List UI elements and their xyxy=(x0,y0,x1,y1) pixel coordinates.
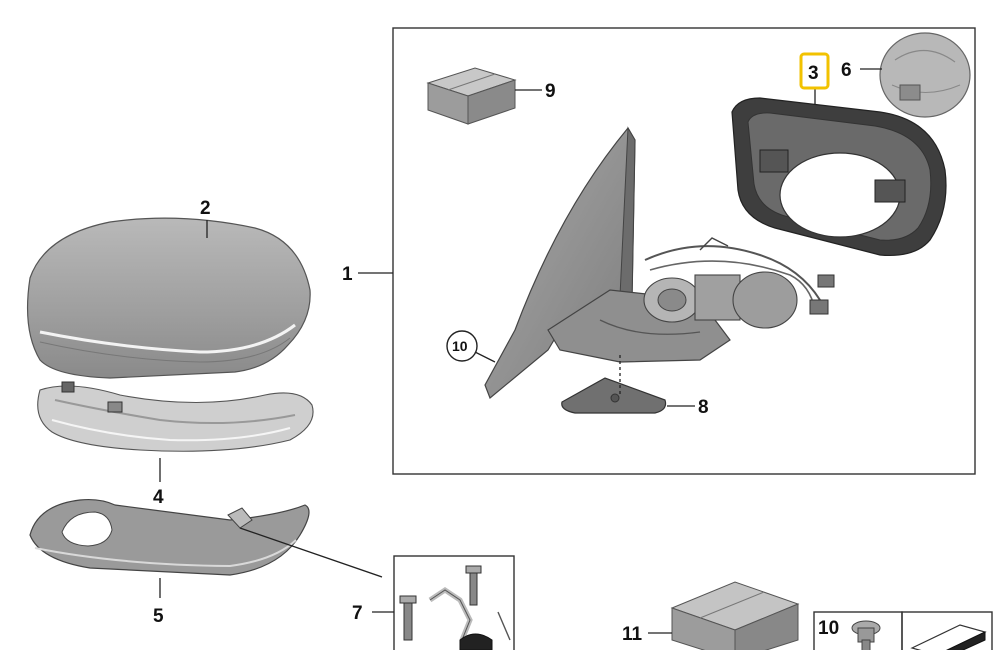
part-6-mirror-glass[interactable] xyxy=(879,32,971,118)
callout-8: 8 xyxy=(698,397,709,418)
callout-3: 3 xyxy=(808,63,819,84)
part-8-gasket[interactable] xyxy=(561,377,667,414)
callout-9: 9 xyxy=(545,81,556,102)
callout-1: 1 xyxy=(342,264,353,285)
part-11-box[interactable] xyxy=(670,581,800,650)
callout-2: 2 xyxy=(200,198,211,219)
part-5-lower-cover[interactable] xyxy=(29,498,310,576)
callout-3-highlight xyxy=(799,52,830,90)
part-7-clip-kit[interactable] xyxy=(399,565,511,650)
callout-10-circle xyxy=(446,330,478,362)
part-3-mirror-frame[interactable] xyxy=(731,97,947,257)
part-9-box[interactable] xyxy=(426,67,517,125)
callout-4: 4 xyxy=(153,487,164,508)
tool-icon xyxy=(910,624,987,650)
mirror-base-assembly xyxy=(484,126,835,399)
part-2-mirror-cap[interactable] xyxy=(26,217,311,379)
callout-10: 10 xyxy=(452,338,468,354)
part-10-screw[interactable] xyxy=(851,620,881,650)
tool-frame xyxy=(901,611,993,650)
callout-6: 6 xyxy=(841,60,852,81)
callout-11: 11 xyxy=(622,624,643,645)
callout-7: 7 xyxy=(352,603,363,624)
part-7-frame xyxy=(393,555,515,650)
assembly-frame xyxy=(392,27,976,475)
part-4-turn-signal[interactable] xyxy=(37,381,314,452)
callout-5: 5 xyxy=(153,606,164,627)
callout-10-box: 10 xyxy=(818,618,839,639)
